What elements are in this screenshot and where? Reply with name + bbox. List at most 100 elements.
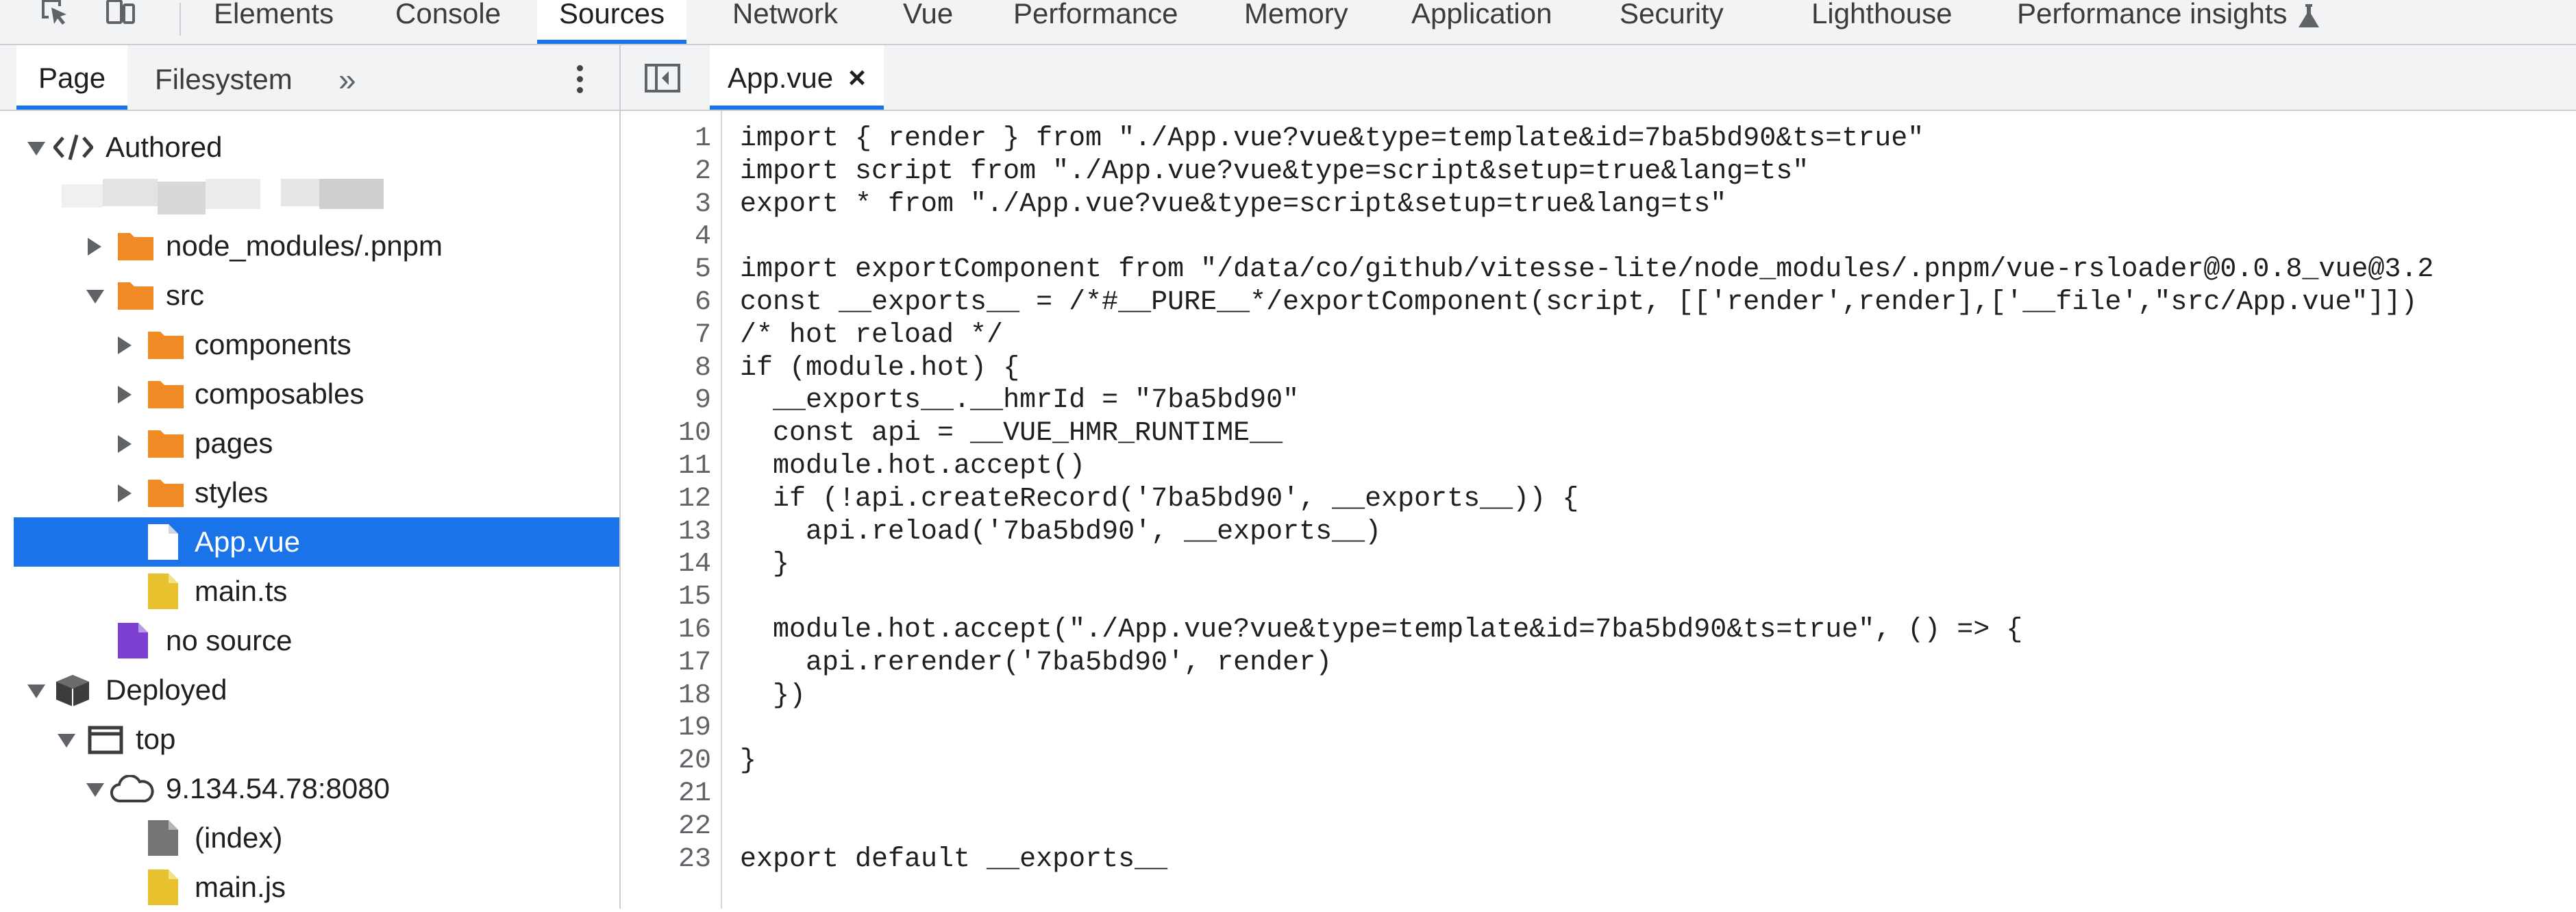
- expand-arrow-icon[interactable]: [118, 386, 132, 404]
- code-editor[interactable]: import { render } from "./App.vue?vue&ty…: [722, 111, 2576, 909]
- code-line: }: [740, 745, 757, 777]
- line-number: 13: [678, 516, 711, 547]
- file-icon: [148, 870, 178, 905]
- code-line: import exportComponent from "/data/co/gi…: [740, 254, 2434, 286]
- toolbar-separator: [179, 3, 181, 36]
- editor-file-tab[interactable]: App.vue ×: [710, 45, 884, 110]
- tab-performance-insights[interactable]: Performance insights: [1995, 0, 2342, 44]
- tab-elements[interactable]: Elements: [214, 0, 334, 29]
- folder-icon: [118, 282, 153, 310]
- frame-window-icon: [88, 726, 123, 754]
- folder-icon: [148, 430, 184, 458]
- inspect-element-icon[interactable]: [34, 0, 75, 27]
- tree-label: node_modules/.pnpm: [166, 230, 443, 262]
- code-line: if (module.hot) {: [740, 352, 1020, 384]
- expand-arrow-icon[interactable]: [27, 142, 45, 156]
- code-line: export * from "./App.vue?vue&type=script…: [740, 188, 1727, 220]
- devtools-tab-bar: Elements Console Sources Network Vue Per…: [0, 0, 2576, 45]
- close-tab-icon[interactable]: ×: [848, 61, 866, 95]
- tab-security[interactable]: Security: [1620, 0, 1724, 29]
- tree-item-index[interactable]: (index): [14, 813, 619, 863]
- line-number: 9: [694, 385, 711, 417]
- line-number: 8: [694, 352, 711, 384]
- tab-lighthouse[interactable]: Lighthouse: [1811, 0, 1953, 29]
- editor-tab-bar: App.vue ×: [621, 45, 2576, 111]
- code-line: api.reload('7ba5bd90', __exports__): [740, 516, 1382, 547]
- editor-file-tab-label: App.vue: [728, 62, 834, 94]
- tab-vue[interactable]: Vue: [903, 0, 954, 29]
- tree-item-app-vue[interactable]: App.vue: [14, 517, 619, 567]
- tab-memory[interactable]: Memory: [1244, 0, 1348, 29]
- line-number: 4: [694, 221, 711, 253]
- more-options-icon[interactable]: [566, 63, 593, 97]
- line-number: 1: [694, 123, 711, 154]
- line-number: 16: [678, 615, 711, 645]
- expand-arrow-icon[interactable]: [58, 734, 75, 748]
- expand-arrow-icon[interactable]: [86, 783, 104, 797]
- tree-label: Deployed: [106, 674, 227, 706]
- tab-console[interactable]: Console: [395, 0, 501, 29]
- tab-network[interactable]: Network: [732, 0, 839, 29]
- expand-arrow-icon[interactable]: [118, 435, 132, 453]
- code-line: import { render } from "./App.vue?vue&ty…: [740, 123, 1924, 154]
- line-number: 12: [678, 483, 711, 515]
- expand-arrow-icon[interactable]: [88, 238, 101, 256]
- tree-item-deployed[interactable]: Deployed: [14, 665, 619, 715]
- folder-icon: [148, 381, 184, 408]
- expand-arrow-icon[interactable]: [27, 685, 45, 698]
- tree-item-pages[interactable]: pages: [14, 419, 619, 468]
- tree-label: (index): [195, 822, 283, 854]
- tree-item-main-ts[interactable]: main.ts: [14, 567, 619, 616]
- line-number: 6: [694, 287, 711, 318]
- line-number: 3: [694, 188, 711, 220]
- code-line: const __exports__ = /*#__PURE__*/exportC…: [740, 287, 2418, 318]
- tree-label: styles: [195, 476, 269, 508]
- expand-arrow-icon[interactable]: [118, 484, 132, 502]
- code-line: module.hot.accept(): [740, 451, 1086, 482]
- tree-item-main-js[interactable]: main.js: [14, 863, 619, 912]
- tree-item-host[interactable]: 9.134.54.78:8080: [14, 764, 619, 813]
- tree-label: top: [136, 723, 176, 755]
- redacted-placeholder: [62, 179, 391, 214]
- tree-item-node-modules[interactable]: node_modules/.pnpm: [14, 221, 619, 271]
- line-number: 23: [678, 843, 711, 875]
- tab-page[interactable]: Page: [16, 45, 128, 110]
- tree-item-styles[interactable]: styles: [14, 468, 619, 517]
- more-tabs-icon[interactable]: »: [338, 62, 356, 97]
- tab-performance[interactable]: Performance: [1013, 0, 1178, 29]
- file-icon: [148, 574, 178, 609]
- tree-label: pages: [195, 427, 273, 459]
- code-line: __exports__.__hmrId = "7ba5bd90": [740, 385, 1300, 417]
- toggle-navigator-icon[interactable]: [644, 63, 681, 93]
- tree-item-top-frame[interactable]: top: [14, 715, 619, 764]
- line-number: 5: [694, 254, 711, 286]
- tree-item-composables[interactable]: composables: [14, 369, 619, 419]
- file-icon: [148, 524, 178, 560]
- cloud-icon: [110, 775, 154, 803]
- line-number: 20: [678, 745, 711, 777]
- expand-arrow-icon[interactable]: [118, 336, 132, 354]
- tree-label: composables: [195, 378, 364, 410]
- tree-label: components: [195, 328, 351, 360]
- tree-item-no-source[interactable]: no source: [14, 616, 619, 665]
- device-toolbar-icon[interactable]: [100, 0, 141, 27]
- tab-sources[interactable]: Sources: [537, 0, 687, 44]
- tree-item-authored[interactable]: Authored: [14, 123, 619, 172]
- tree-item-redacted[interactable]: [14, 172, 619, 221]
- code-line: import script from "./App.vue?vue&type=s…: [740, 156, 1809, 187]
- tree-label: Authored: [106, 131, 223, 163]
- tree-item-src[interactable]: src: [14, 271, 619, 320]
- code-line: module.hot.accept("./App.vue?vue&type=te…: [740, 615, 2023, 645]
- experiment-flask-icon: [2298, 4, 2319, 27]
- line-number: 11: [678, 451, 711, 482]
- navigator-tabs: Page Filesystem »: [0, 45, 619, 111]
- tab-application[interactable]: Application: [1411, 0, 1552, 29]
- tree-label: App.vue: [195, 526, 301, 558]
- expand-arrow-icon[interactable]: [86, 290, 104, 304]
- tree-label: 9.134.54.78:8080: [166, 772, 390, 804]
- tree-item-components[interactable]: components: [14, 320, 619, 369]
- tab-filesystem[interactable]: Filesystem: [155, 63, 293, 95]
- line-number: 22: [678, 811, 711, 842]
- tree-label: main.ts: [195, 575, 288, 607]
